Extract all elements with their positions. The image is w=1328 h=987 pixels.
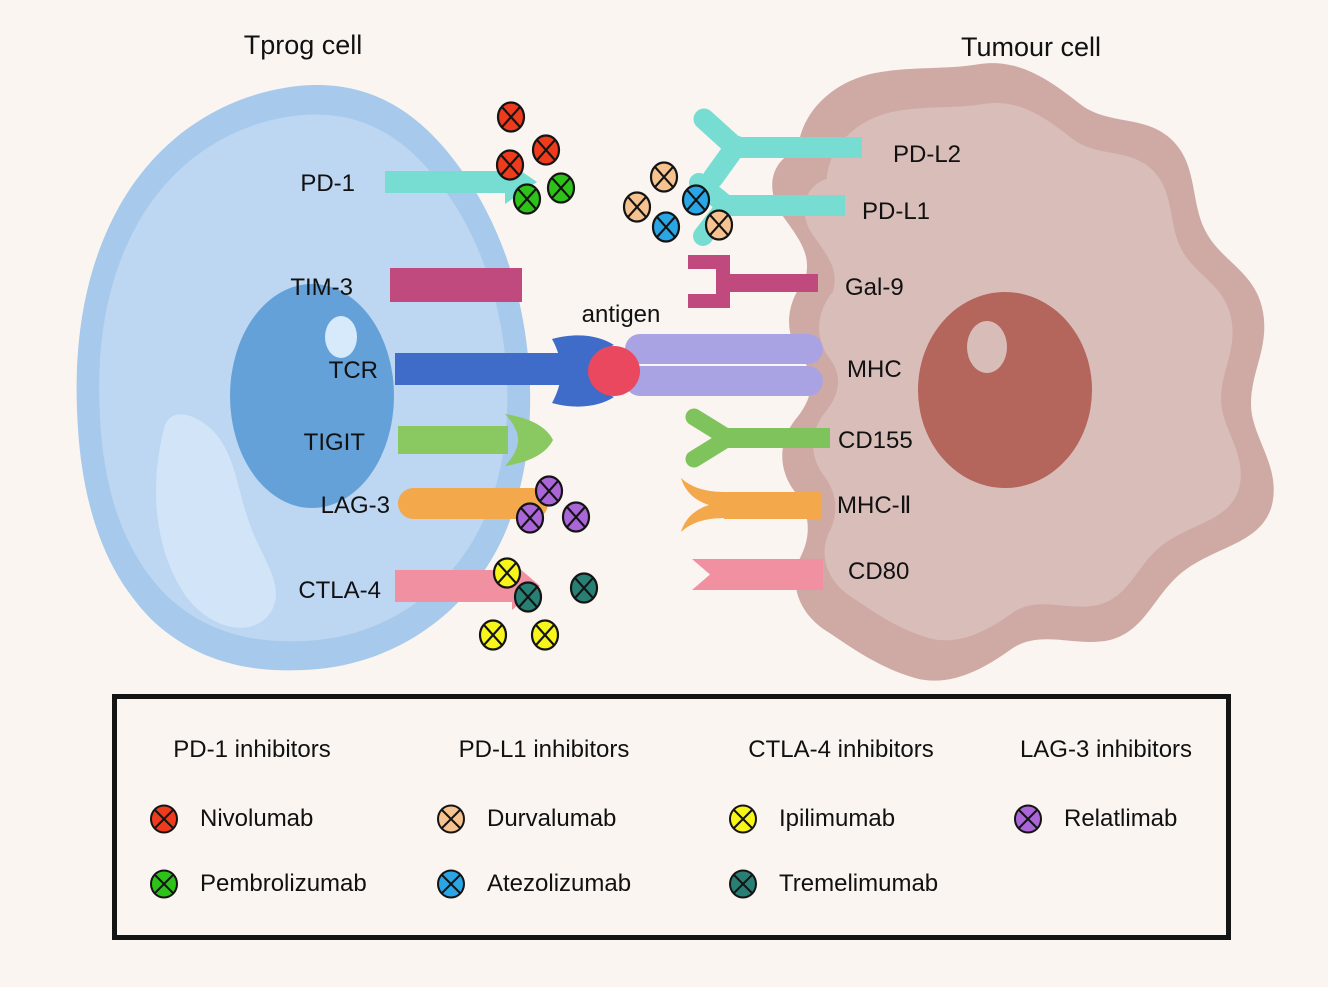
legend-item-label: Atezolizumab xyxy=(487,869,632,897)
legend-group-pd1-inhibitors: PD-1 inhibitors Nivolumab Pembrolizumab xyxy=(117,699,387,935)
legend-group-title: LAG-3 inhibitors xyxy=(1019,736,1193,763)
cd80-ligand xyxy=(692,559,823,590)
nivolumab-molecule-icon xyxy=(495,149,525,181)
tumour-cell-title: Tumour cell xyxy=(961,32,1101,62)
tim3-receptor xyxy=(390,268,522,302)
ctla4-label: CTLA-4 xyxy=(298,577,381,604)
durvalumab-molecule-icon xyxy=(704,209,734,241)
pd1-label: PD-1 xyxy=(300,170,355,197)
ipilimumab-molecule-icon xyxy=(530,619,560,651)
relatlimab-molecule-icon xyxy=(561,501,591,533)
legend-item-label: Ipilimumab xyxy=(779,804,896,832)
relatlimab-molecule-icon xyxy=(534,475,564,507)
legend-item-label: Relatlimab xyxy=(1064,804,1178,832)
cd155-label: CD155 xyxy=(838,427,913,454)
mhc-label: MHC xyxy=(847,356,902,383)
nivolumab-molecule-icon xyxy=(496,101,526,133)
tigit-receptor xyxy=(398,426,508,454)
legend-group-pdl1-inhibitors: PD-L1 inhibitors Durvalumab Atezolizumab xyxy=(409,699,679,935)
tumour-nucleus xyxy=(918,292,1092,488)
inhibitor-legend-box: PD-1 inhibitors Nivolumab Pembrolizumab … xyxy=(112,694,1231,940)
tremelimumab-legend-icon xyxy=(729,869,757,898)
relatlimab-molecule-icon xyxy=(515,502,545,534)
tigit-label: TIGIT xyxy=(304,429,366,456)
legend-item-label: Pembrolizumab xyxy=(200,869,367,897)
mhc2-label: MHC-Ⅱ xyxy=(837,492,911,519)
nivolumab-molecule-icon xyxy=(531,134,561,166)
tprog-cell-light-patch xyxy=(156,414,276,628)
tumour-nucleolus-highlight xyxy=(967,321,1007,373)
nivolumab-legend-icon xyxy=(150,804,178,833)
durvalumab-molecule-icon xyxy=(622,191,652,223)
ipilimumab-legend-icon xyxy=(729,804,757,833)
pdl2-ligand-stem xyxy=(727,137,862,158)
durvalumab-molecule-icon xyxy=(649,161,679,193)
tim3-label: TIM-3 xyxy=(290,274,353,301)
antigen-peptide xyxy=(588,346,640,396)
mhc2-ligand xyxy=(681,478,822,532)
tcr-receptor xyxy=(395,353,570,385)
cd80-label: CD80 xyxy=(848,558,909,585)
legend-item-label: Durvalumab xyxy=(487,804,617,832)
mhc-ligand-upper-chain xyxy=(625,334,823,364)
tigit-receptor-tip xyxy=(505,414,553,466)
gal9-ligand xyxy=(688,255,818,308)
tprog-nucleus xyxy=(230,284,394,508)
lag3-label: LAG-3 xyxy=(321,492,390,519)
legend-group-lag3-inhibitors: LAG-3 inhibitors Relatlimab xyxy=(966,699,1246,935)
ctla4-receptor xyxy=(395,570,512,602)
ipilimumab-molecule-icon xyxy=(478,619,508,651)
tprog-cell-title: Tprog cell xyxy=(244,30,363,60)
pembrolizumab-molecule-icon xyxy=(512,183,542,215)
atezolizumab-molecule-icon xyxy=(651,211,681,243)
legend-item-label: Tremelimumab xyxy=(779,869,939,897)
pembrolizumab-legend-icon xyxy=(150,869,178,898)
durvalumab-legend-icon xyxy=(437,804,465,833)
lag3-receptor xyxy=(398,488,548,519)
immune-checkpoint-diagram: Tprog cell Tumour cell antigen PD-1 TIM-… xyxy=(76,30,1274,681)
tremelimumab-molecule-icon xyxy=(569,572,599,604)
pembrolizumab-molecule-icon xyxy=(546,172,576,204)
atezolizumab-molecule-icon xyxy=(681,184,711,216)
legend-group-title: PD-L1 inhibitors xyxy=(458,736,630,763)
gal9-label: Gal-9 xyxy=(845,274,904,301)
mhc-ligand-lower-chain xyxy=(625,366,823,396)
atezolizumab-legend-icon xyxy=(437,869,465,898)
antigen-label: antigen xyxy=(582,301,661,328)
legend-group-ctla4-inhibitors: CTLA-4 inhibitors Ipilimumab Tremelimuma… xyxy=(701,699,981,935)
pdl1-label: PD-L1 xyxy=(862,198,930,225)
relatlimab-legend-icon xyxy=(1014,804,1042,833)
legend-group-title: CTLA-4 inhibitors xyxy=(748,736,934,763)
legend-group-title: PD-1 inhibitors xyxy=(173,736,331,763)
tprog-nucleolus-highlight xyxy=(325,316,357,358)
pdl1-ligand-stem xyxy=(718,195,845,216)
pdl2-label: PD-L2 xyxy=(893,141,961,168)
cd155-ligand xyxy=(685,408,830,468)
legend-item-label: Nivolumab xyxy=(200,804,314,832)
ipilimumab-molecule-icon xyxy=(492,557,522,589)
tcr-label: TCR xyxy=(329,357,378,384)
tremelimumab-molecule-icon xyxy=(513,581,543,613)
